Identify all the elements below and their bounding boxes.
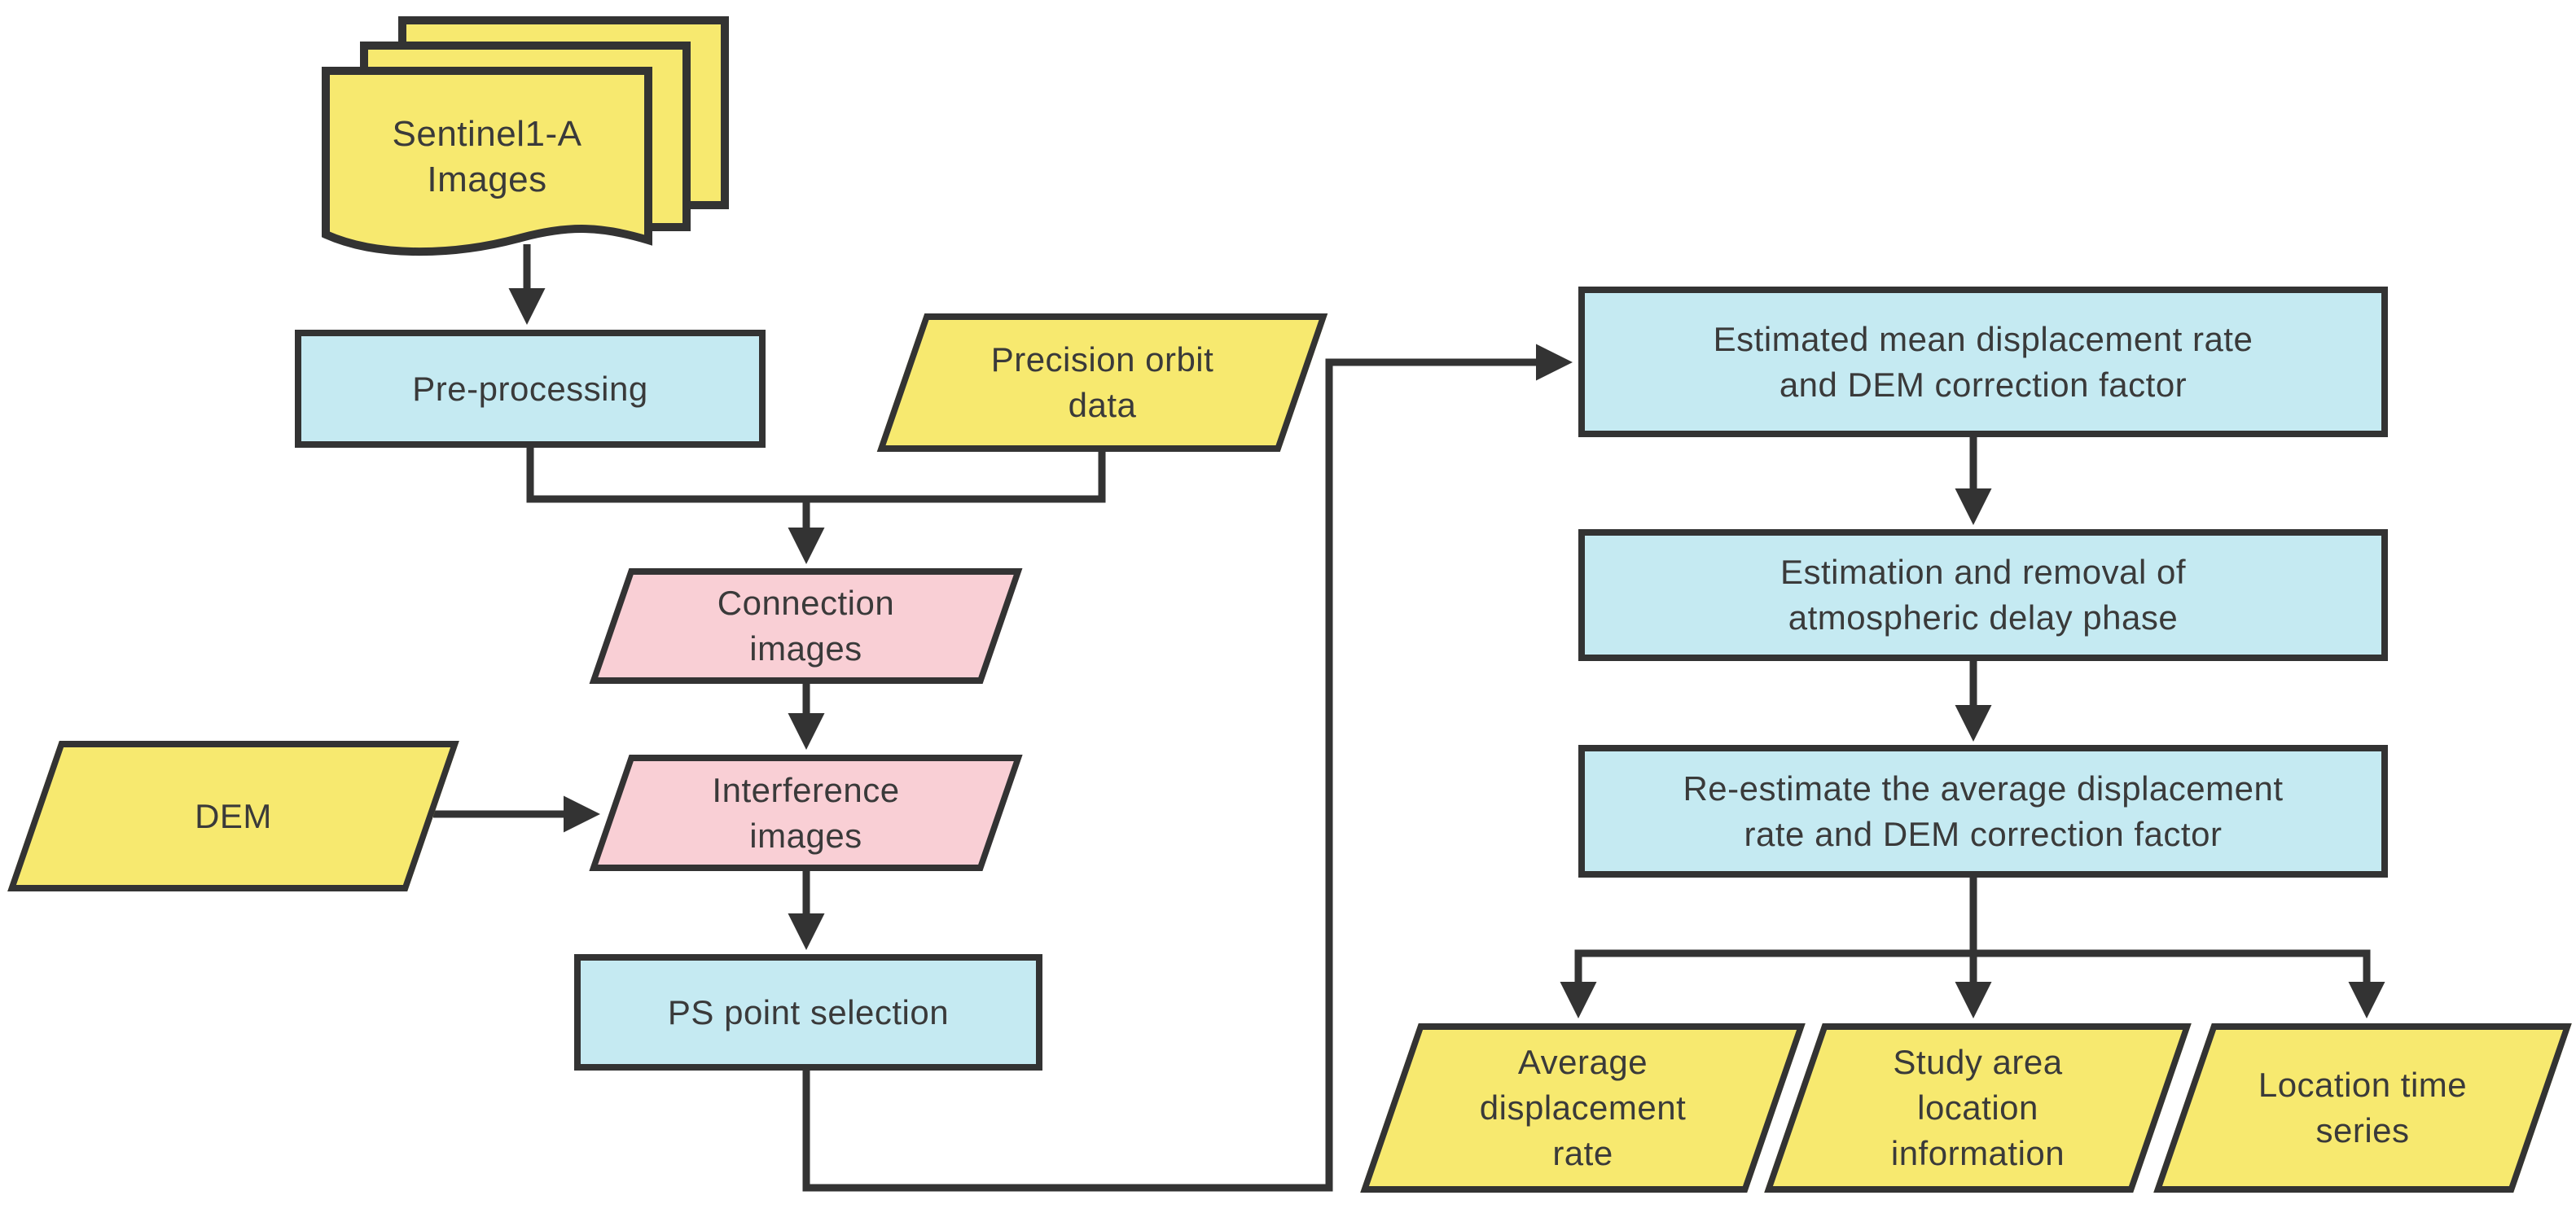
node-label-line: information (1890, 1134, 2065, 1172)
node-atmospheric-delay-removal: Estimation and removal of atmospheric de… (1578, 529, 2388, 661)
node-average-displacement-rate: Average displacement rate (1360, 1023, 1806, 1193)
node-dem: DEM (7, 741, 459, 891)
node-ps-point-selection: PS point selection (574, 954, 1042, 1071)
node-label-line: atmospheric delay phase (1788, 598, 2179, 637)
node-precision-orbit-data: Precision orbit data (876, 313, 1328, 452)
node-label-line: PS point selection (667, 992, 950, 1031)
node-label-line: Precision orbit (990, 340, 1214, 379)
node-location-time-series: Location time series (2153, 1023, 2572, 1193)
node-label-line: displacement (1479, 1088, 1687, 1127)
node-label-line: rate (1552, 1134, 1613, 1172)
node-label-line: Estimation and removal of (1780, 553, 2187, 591)
node-label-line: images (749, 629, 862, 668)
document-page-front (322, 67, 652, 256)
node-label-line: series (2315, 1111, 2410, 1150)
node-label-line: Images (427, 159, 547, 199)
node-label-line: Estimated mean displacement rate (1713, 319, 2253, 358)
node-label-line: data (1068, 386, 1137, 424)
node-estimated-mean-displacement-rate: Estimated mean displacement rate and DEM… (1578, 287, 2388, 437)
node-label-line: images (749, 816, 862, 855)
node-sentinel1a-images: Sentinel1-A Images (326, 81, 648, 232)
node-connection-images: Connection images (589, 568, 1023, 684)
node-pre-processing: Pre-processing (295, 330, 766, 448)
node-label-line: Interference (712, 770, 900, 809)
node-label-line: Sentinel1-A (392, 113, 582, 154)
connector-merge-preprocessing-precision (526, 448, 1106, 503)
node-label-line: Connection (717, 584, 895, 622)
node-label-line: DEM (195, 796, 272, 835)
node-label-line: rate and DEM correction factor (1744, 814, 2223, 853)
node-label-line: location (1917, 1088, 2038, 1127)
node-interference-images: Interference images (589, 755, 1023, 871)
node-reestimate-displacement-rate: Re-estimate the average displacement rat… (1578, 745, 2388, 878)
node-study-area-location-information: Study area location information (1764, 1023, 2192, 1193)
node-label-line: Pre-processing (412, 369, 648, 408)
arrow-ps-to-estimate-rate (802, 344, 1573, 1192)
node-label-line: Location time (2258, 1066, 2468, 1104)
node-label-line: and DEM correction factor (1779, 365, 2188, 404)
node-label-line: Study area (1893, 1043, 2063, 1081)
node-label-line: Re-estimate the average displacement (1683, 769, 2284, 808)
node-label-line: Average (1517, 1043, 1648, 1081)
